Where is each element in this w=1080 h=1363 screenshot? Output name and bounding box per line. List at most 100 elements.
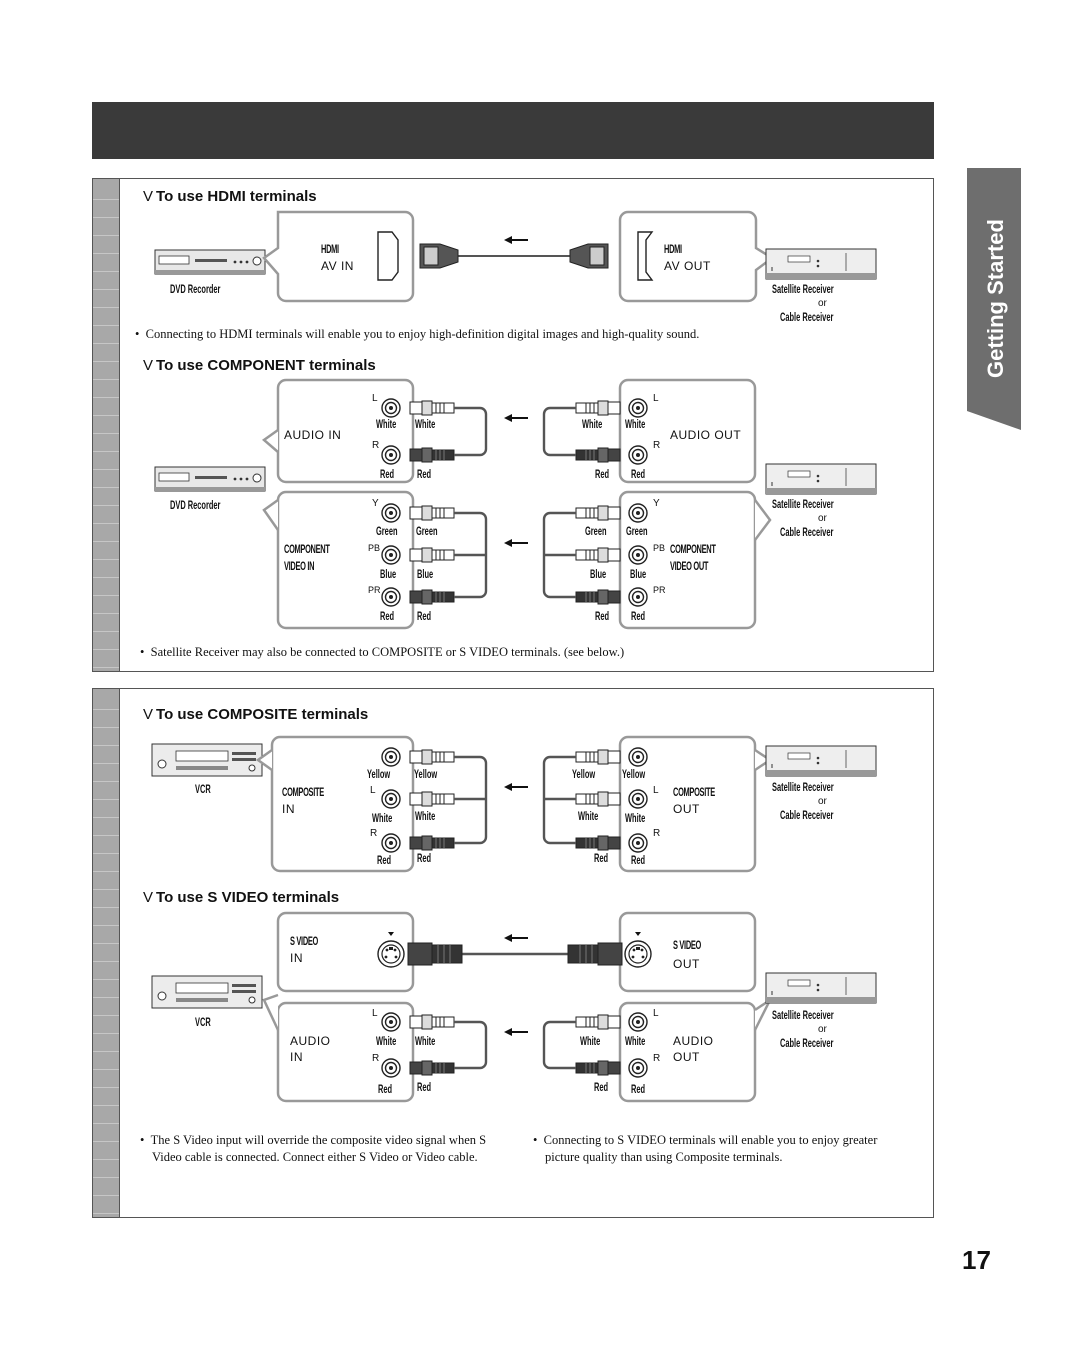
jack-l-label: L (370, 785, 376, 796)
strip-line (93, 523, 119, 524)
component-note: • Satellite Receiver may also be connect… (140, 645, 625, 659)
jack-r-label: R (653, 828, 661, 839)
strip-line (93, 889, 119, 890)
satellite-receiver-icon (765, 248, 877, 280)
strip-line (93, 907, 119, 908)
arrow-left-icon (504, 934, 528, 942)
plug-yellow-label: Yellow (414, 767, 438, 781)
plug-red-label: Red (594, 851, 609, 865)
strip-line (93, 799, 119, 800)
strip-line (93, 595, 119, 596)
audio-out-label: AUDIO (673, 1034, 714, 1048)
strip-line (93, 379, 119, 380)
svideo-out-label-2: OUT (673, 957, 700, 971)
plug-white-label: White (625, 417, 646, 431)
plug-yellow-label: Yellow (572, 767, 596, 781)
jack-pr-label: PR (653, 585, 666, 595)
plug-green-label: Green (376, 524, 398, 538)
hdmi-in-port (377, 231, 399, 281)
strip-line (93, 577, 119, 578)
plug-blue-label: Blue (380, 567, 397, 581)
composite-out-label: COMPOSITE (673, 785, 715, 799)
audio-in-label: AUDIO IN (284, 428, 342, 442)
strip-line (93, 1123, 119, 1124)
strip-line (93, 997, 119, 998)
plug-green-label: Green (626, 524, 648, 538)
strip-line (93, 1105, 119, 1106)
vcr-icon (151, 743, 263, 777)
strip-line (93, 925, 119, 926)
strip-line (93, 325, 119, 326)
vcr-icon (151, 975, 263, 1009)
jack-y-label: Y (372, 498, 379, 509)
side-tab-shape: Getting Started (967, 168, 1021, 430)
plug-yellow-label: Yellow (622, 767, 646, 781)
hdmi-in-label: HDMI (321, 242, 339, 256)
dvd-recorder-label: DVD Recorder (170, 498, 221, 512)
hdmi-in-label-2: AV IN (321, 259, 354, 273)
jack-pr-label: PR (368, 585, 381, 595)
plug-red-label: Red (417, 467, 432, 481)
satellite-receiver-icon (765, 463, 877, 495)
plug-white-label: White (582, 417, 603, 431)
strip-line (93, 709, 119, 710)
arrow-left-icon (504, 539, 528, 547)
svideo-cable (407, 942, 623, 966)
satellite-receiver-icon (765, 745, 877, 777)
dvd-recorder-label: DVD Recorder (170, 282, 221, 296)
plug-red-label: Red (631, 1082, 646, 1096)
strip-line (93, 541, 119, 542)
composite-out-label-2: OUT (673, 802, 700, 816)
plug-red-label: Red (377, 853, 392, 867)
plug-blue-label: Blue (417, 567, 434, 581)
plug-red-label: Red (595, 467, 610, 481)
strip-line (93, 217, 119, 218)
audio-out-bubble (618, 378, 757, 484)
strip-line (93, 397, 119, 398)
component-out-label: COMPONENT (670, 542, 716, 556)
satellite-receiver-label: Satellite Receiver (772, 1008, 834, 1022)
jack-y-label: Y (653, 498, 660, 509)
strip-line (93, 961, 119, 962)
composite-in-label: COMPOSITE (282, 785, 324, 799)
strip-line (93, 487, 119, 488)
strip-line (93, 763, 119, 764)
plug-white-label: White (625, 1034, 646, 1048)
component-cables (454, 406, 576, 599)
strip-line (93, 871, 119, 872)
satellite-receiver-label: Satellite Receiver (772, 282, 834, 296)
audio-out-label-2: OUT (673, 1050, 700, 1064)
strip-line (93, 667, 119, 668)
jack-r-label: R (372, 440, 380, 451)
svideo-in-label-2: IN (290, 951, 303, 965)
header-bar (92, 102, 934, 159)
strip-line (93, 199, 119, 200)
plug-blue-label: Blue (630, 567, 647, 581)
plug-white-label: White (415, 417, 436, 431)
side-tab: Getting Started (965, 168, 1021, 430)
plug-white-label: White (376, 417, 397, 431)
hdmi-note: • Connecting to HDMI terminals will enab… (135, 327, 700, 341)
strip-line (93, 271, 119, 272)
strip-line (93, 361, 119, 362)
strip-line (93, 745, 119, 746)
plug-white-label: White (415, 1034, 436, 1048)
svideo-in-label: S VIDEO (290, 934, 319, 948)
svideo-out-label: S VIDEO (673, 938, 702, 952)
plug-red-label: Red (417, 1080, 432, 1094)
component-in-label: COMPONENT (284, 542, 330, 556)
strip-line (93, 781, 119, 782)
jack-l-label: L (653, 1008, 659, 1019)
satellite-receiver-label: Satellite Receiver (772, 497, 834, 511)
or-label: or (818, 298, 827, 309)
cable-receiver-label: Cable Receiver (780, 808, 834, 822)
cable-receiver-label: Cable Receiver (780, 310, 834, 324)
cable-receiver-label: Cable Receiver (780, 525, 834, 539)
hdmi-out-bubble (618, 210, 775, 303)
or-label: or (818, 513, 827, 524)
strip-line (93, 1141, 119, 1142)
